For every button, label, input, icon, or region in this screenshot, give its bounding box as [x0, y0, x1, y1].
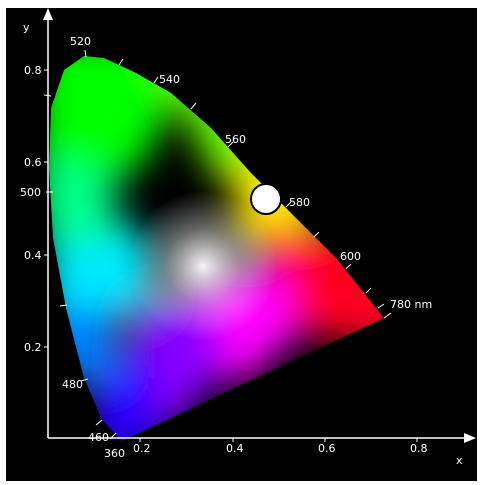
gamut-color-fill — [49, 56, 384, 441]
wavelength-label-580: 580 — [289, 196, 310, 209]
x-axis-title: x — [456, 454, 463, 467]
y-tick-label: 0.4 — [24, 249, 42, 262]
x-tick-label: 0.8 — [410, 442, 428, 455]
axes — [47, 16, 468, 439]
wavelength-label-500: 500 — [20, 186, 41, 199]
chromaticity-diagram: x y 0.2 0.4 0.6 0.8 0.2 0.4 0.6 0.8 360 … — [20, 8, 476, 467]
wavelength-label-600: 600 — [340, 250, 361, 263]
x-tick-label: 0.6 — [318, 442, 336, 455]
y-axis-title: y — [23, 21, 30, 34]
y-axis-arrow-icon — [43, 8, 53, 20]
y-tick-label: 0.8 — [24, 64, 42, 77]
x-axis-arrow-icon — [464, 433, 476, 443]
y-tick-label: 0.6 — [24, 156, 42, 169]
selected-point-marker[interactable] — [250, 183, 282, 215]
wavelength-label-560: 560 — [225, 133, 246, 146]
wavelength-ticks — [43, 49, 392, 440]
y-tick-label: 0.2 — [24, 341, 42, 354]
wavelength-label-540: 540 — [159, 73, 180, 86]
wavelength-label-460: 460 — [88, 431, 109, 444]
axis-ticks — [44, 69, 418, 442]
wavelength-label-480: 480 — [62, 378, 83, 391]
wavelength-label-780: 780 nm — [390, 298, 432, 311]
wavelength-label-520: 520 — [70, 35, 91, 48]
wavelength-label-360: 360 — [104, 447, 125, 460]
x-tick-label: 0.4 — [226, 442, 244, 455]
x-tick-label: 0.2 — [133, 442, 151, 455]
